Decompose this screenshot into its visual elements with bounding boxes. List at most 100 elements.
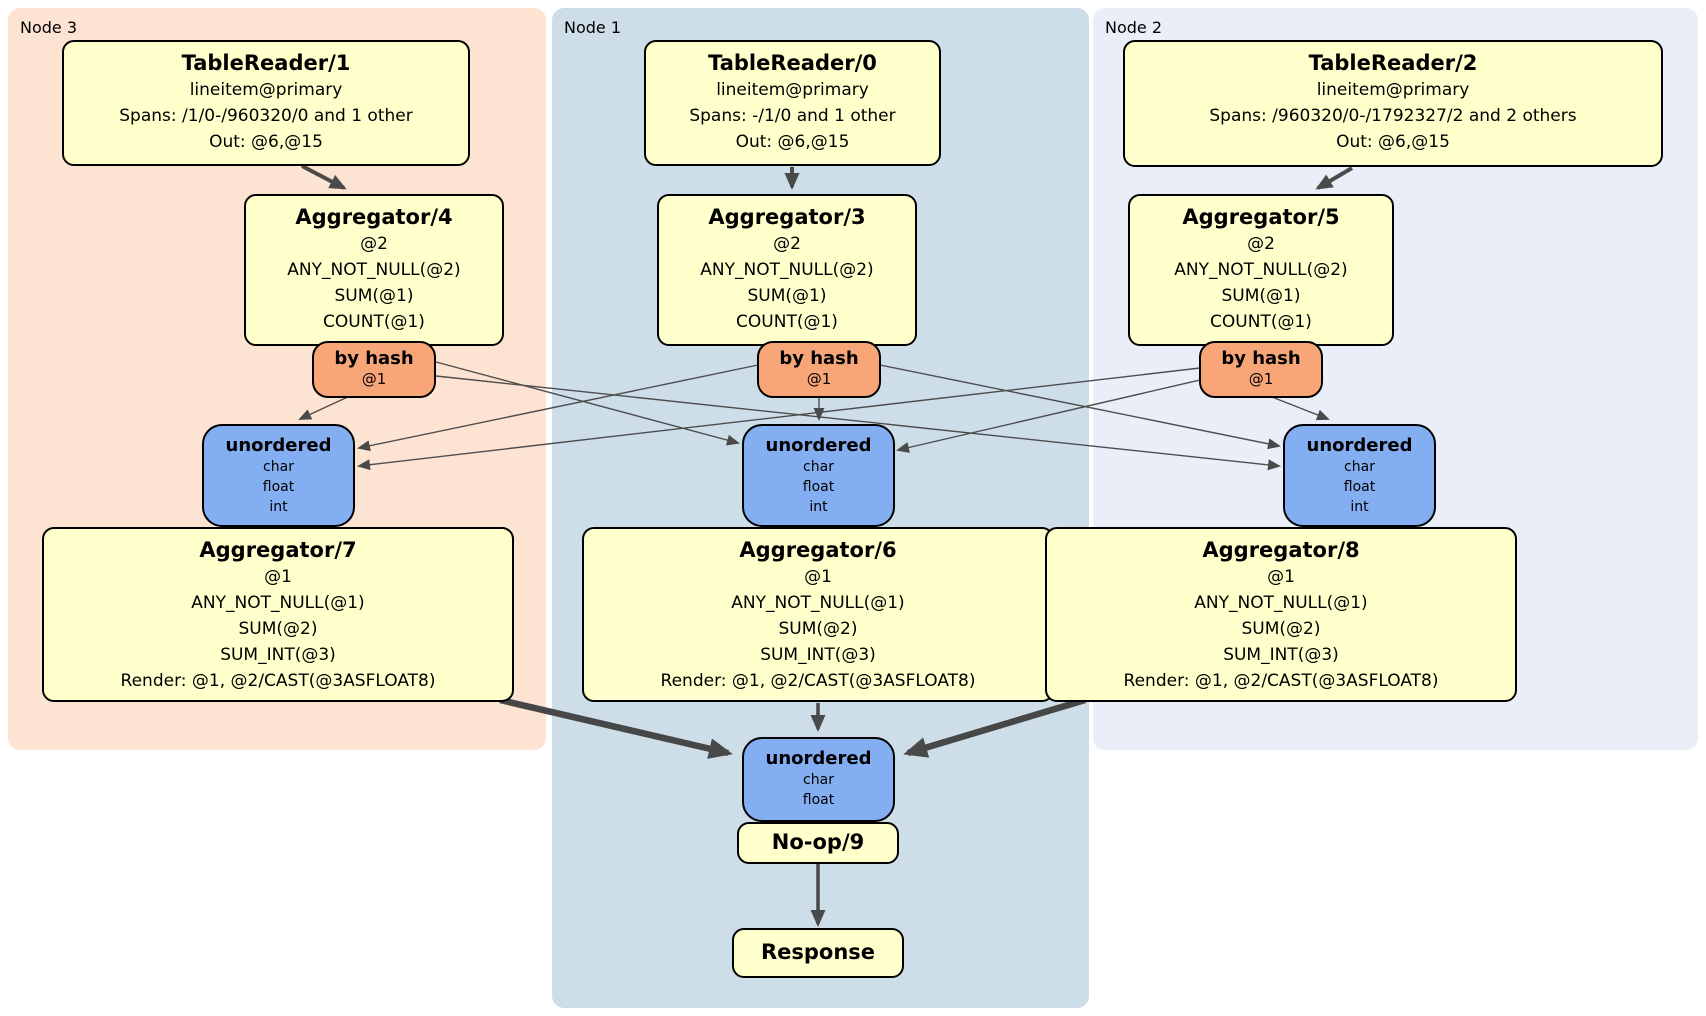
router-by-hash-node3: by hash @1 [312, 341, 436, 398]
processor-tablereader-1: TableReader/1 lineitem@primary Spans: /1… [62, 40, 470, 166]
sync-stream: int [269, 499, 288, 515]
edge-agg7-unordered-final [499, 696, 733, 759]
sync-stream: float [802, 479, 835, 495]
edge-hash2-unordered2 [1271, 396, 1330, 421]
processor-line: COUNT(@1) [323, 312, 425, 332]
processor-title: Response [760, 940, 876, 964]
processor-title: TableReader/2 [1308, 51, 1478, 75]
processor-line: @1 [264, 567, 292, 587]
sync-stream: float [1343, 479, 1376, 495]
router-detail: @1 [1248, 370, 1274, 388]
processor-line: Out: @6,@15 [735, 132, 850, 152]
processor-line: lineitem@primary [189, 80, 343, 100]
processor-line: @2 [1247, 234, 1275, 254]
processor-aggregator-4: Aggregator/4 @2 ANY_NOT_NULL(@2) SUM(@1)… [244, 194, 504, 346]
processor-line: Render: @1, @2/CAST(@3ASFLOAT8) [1123, 671, 1439, 691]
processor-aggregator-5: Aggregator/5 @2 ANY_NOT_NULL(@2) SUM(@1)… [1128, 194, 1394, 346]
sync-stream: int [809, 499, 828, 515]
edge-agg8-unordered-final [903, 696, 1086, 758]
processor-line: SUM(@2) [778, 619, 858, 639]
processor-line: ANY_NOT_NULL(@2) [1174, 260, 1348, 280]
processor-tablereader-0: TableReader/0 lineitem@primary Spans: -/… [644, 40, 941, 166]
processor-line: @2 [360, 234, 388, 254]
sync-label: unordered [225, 435, 332, 456]
sync-stream: char [263, 459, 294, 475]
processor-tablereader-2: TableReader/2 lineitem@primary Spans: /9… [1123, 40, 1663, 167]
processor-line: lineitem@primary [1316, 80, 1470, 100]
edge-hash3-unordered1 [435, 361, 740, 446]
processor-line: Spans: /1/0-/960320/0 and 1 other [119, 106, 413, 126]
sync-stream: char [803, 459, 834, 475]
processor-line: COUNT(@1) [736, 312, 838, 332]
sync-stream: char [803, 772, 834, 788]
node3-label: Node 3 [20, 18, 78, 37]
edge-tr2-agg5 [1315, 166, 1354, 190]
router-by-hash-node2: by hash @1 [1199, 341, 1323, 398]
processor-title: Aggregator/3 [708, 205, 866, 229]
processor-title: Aggregator/7 [199, 538, 357, 562]
router-detail: @1 [806, 370, 832, 388]
processor-line: SUM(@2) [238, 619, 318, 639]
sync-unordered-final: unordered char float [742, 737, 895, 822]
edge-hash2-unordered1 [896, 379, 1201, 453]
edge-hash1-unordered2 [879, 364, 1281, 450]
sync-stream: int [1350, 499, 1369, 515]
processor-line: Out: @6,@15 [209, 132, 323, 152]
sync-unordered-node3: unordered char float int [202, 424, 355, 527]
edge-hash3-unordered3 [298, 394, 353, 420]
processor-line: Out: @6,@15 [1336, 132, 1450, 152]
processor-title: TableReader/0 [708, 51, 877, 75]
processor-line: SUM(@1) [334, 286, 414, 306]
processor-response: Response [732, 928, 904, 978]
processor-line: ANY_NOT_NULL(@1) [1194, 593, 1368, 613]
sync-unordered-node2: unordered char float int [1283, 424, 1436, 527]
processor-line: Render: @1, @2/CAST(@3ASFLOAT8) [660, 671, 976, 691]
processor-aggregator-3: Aggregator/3 @2 ANY_NOT_NULL(@2) SUM(@1)… [657, 194, 917, 346]
processor-line: SUM(@1) [1221, 286, 1301, 306]
processor-line: ANY_NOT_NULL(@1) [731, 593, 905, 613]
node2-label: Node 2 [1105, 18, 1163, 37]
processor-line: lineitem@primary [716, 80, 869, 100]
sync-label: unordered [765, 748, 872, 769]
processor-title: Aggregator/5 [1182, 205, 1340, 229]
router-label: by hash [1221, 348, 1301, 369]
router-by-hash-node1: by hash @1 [757, 341, 881, 398]
processor-line: Render: @1, @2/CAST(@3ASFLOAT8) [120, 671, 436, 691]
processor-line: SUM(@2) [1241, 619, 1321, 639]
processor-aggregator-8: Aggregator/8 @1 ANY_NOT_NULL(@1) SUM(@2)… [1045, 527, 1517, 702]
processor-title: Aggregator/8 [1202, 538, 1360, 562]
processor-line: SUM_INT(@3) [760, 645, 876, 665]
router-detail: @1 [361, 370, 387, 388]
processor-line: SUM_INT(@3) [1223, 645, 1339, 665]
sync-label: unordered [1306, 435, 1413, 456]
processor-line: COUNT(@1) [1210, 312, 1312, 332]
sync-stream: float [262, 479, 295, 495]
processor-line: Spans: -/1/0 and 1 other [689, 106, 896, 126]
processor-line: ANY_NOT_NULL(@2) [287, 260, 461, 280]
edge-hash3-unordered2 [435, 375, 1281, 471]
processor-line: ANY_NOT_NULL(@1) [191, 593, 365, 613]
processor-title: No-op/9 [771, 830, 865, 854]
processor-line: @2 [773, 234, 801, 254]
sync-label: unordered [765, 435, 872, 456]
router-label: by hash [334, 348, 414, 369]
processor-aggregator-6: Aggregator/6 @1 ANY_NOT_NULL(@1) SUM(@2)… [582, 527, 1054, 702]
edge-hash1-unordered3 [357, 364, 759, 452]
processor-noop-9: No-op/9 [737, 822, 899, 864]
sync-stream: float [802, 792, 835, 808]
processor-line: @1 [804, 567, 832, 587]
router-label: by hash [779, 348, 859, 369]
processor-title: Aggregator/4 [295, 205, 453, 229]
processor-line: @1 [1267, 567, 1295, 587]
processor-line: ANY_NOT_NULL(@2) [700, 260, 874, 280]
processor-line: Spans: /960320/0-/1792327/2 and 2 others [1209, 106, 1577, 126]
processor-title: Aggregator/6 [739, 538, 897, 562]
node1-label: Node 1 [564, 18, 622, 37]
edge-tr1-agg4 [301, 164, 347, 190]
processor-aggregator-7: Aggregator/7 @1 ANY_NOT_NULL(@1) SUM(@2)… [42, 527, 514, 702]
processor-title: TableReader/1 [181, 51, 351, 75]
sync-stream: char [1344, 459, 1375, 475]
processor-line: SUM(@1) [747, 286, 827, 306]
